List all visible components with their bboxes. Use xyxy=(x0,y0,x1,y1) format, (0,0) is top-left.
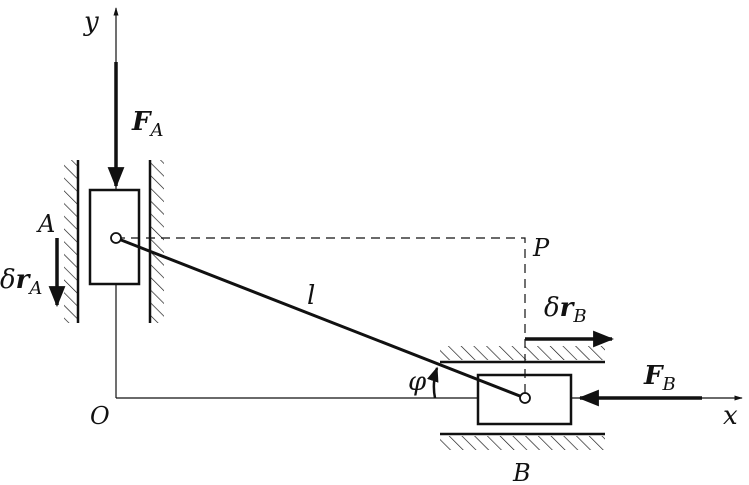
rod-length-label: l xyxy=(307,281,315,311)
point-b-label: B xyxy=(512,459,531,485)
connecting-rod xyxy=(115,236,526,400)
force-b-label: FB xyxy=(643,361,676,395)
guide-b-bottom-wall xyxy=(440,432,605,450)
pin-a xyxy=(110,232,122,244)
virtual-disp-a-label: δrA xyxy=(0,265,42,299)
angle-arc xyxy=(427,366,439,399)
point-a-label: A xyxy=(36,210,55,238)
guide-a-right-wall xyxy=(148,160,164,323)
point-p-label: P xyxy=(532,234,550,262)
guide-a-left-wall xyxy=(64,160,80,323)
y-axis-label: y xyxy=(83,7,99,37)
virtual-disp-b-label: δrB xyxy=(544,293,587,327)
angle-label: φ xyxy=(408,367,427,397)
x-axis-label: x xyxy=(723,401,738,431)
force-a-label: FA xyxy=(131,107,163,141)
guide-b-top-wall xyxy=(440,346,605,364)
origin-label: O xyxy=(90,402,110,430)
pin-b xyxy=(519,392,531,404)
dashed-construction-line xyxy=(116,237,526,398)
